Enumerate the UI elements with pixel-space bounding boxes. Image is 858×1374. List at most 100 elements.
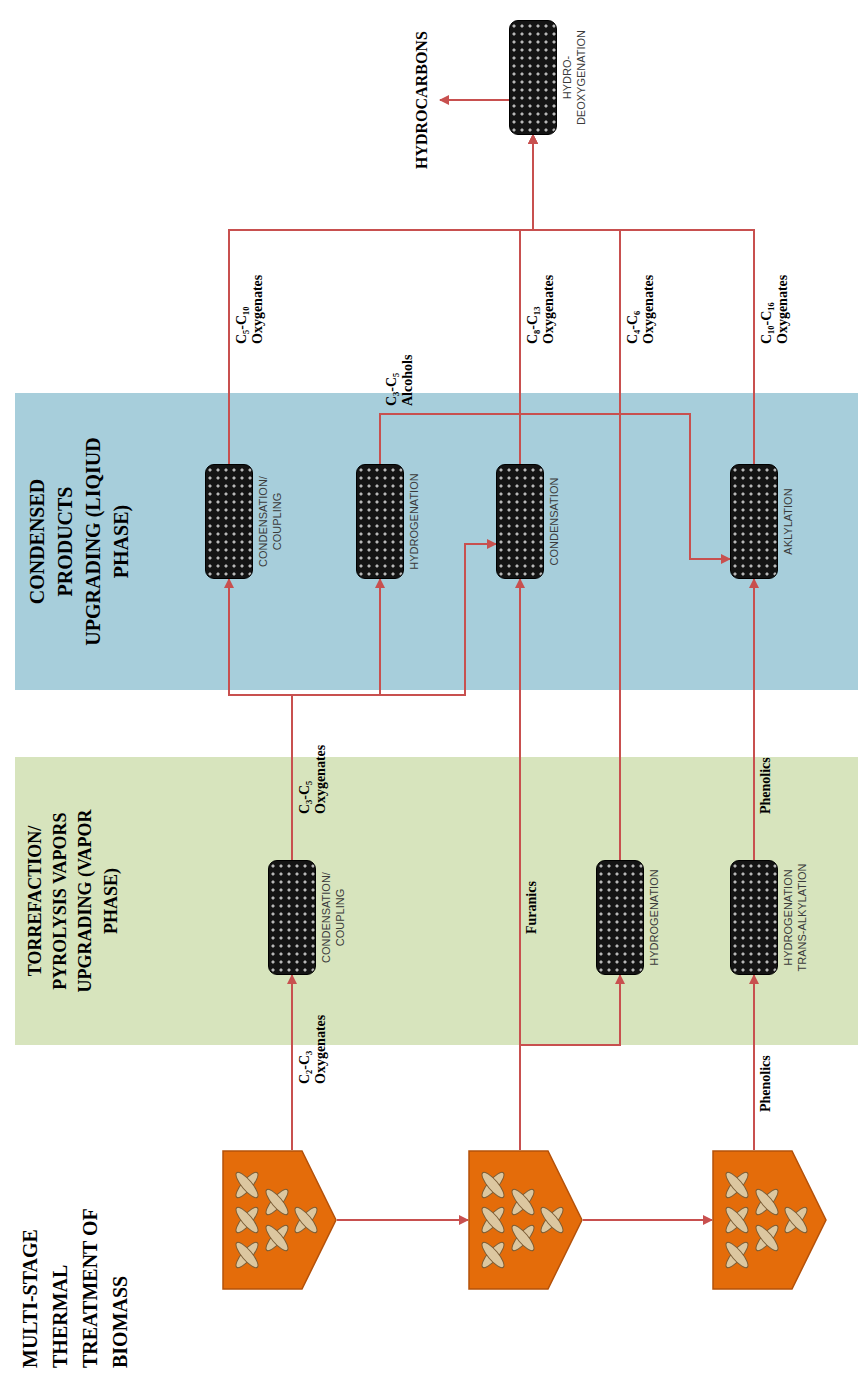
cellulose-fiber bbox=[723, 1205, 751, 1236]
stream-label-holder: C₃-C₅ Alcohols bbox=[384, 326, 416, 406]
box-label-holder: CONDENSATION/ COUPLING bbox=[257, 452, 285, 592]
cellulose-fiber bbox=[723, 1240, 751, 1271]
biomass-reactor bbox=[468, 1150, 583, 1290]
box-label: CONDENSATION bbox=[548, 452, 562, 592]
stream-label: C₃-C₅ Alcohols bbox=[384, 326, 416, 406]
cellulose-fiber bbox=[479, 1205, 507, 1236]
process-box: CONDENSATION/ COUPLING bbox=[268, 860, 316, 975]
cellulose-fiber bbox=[292, 1205, 320, 1236]
process-box: CONDENSATION bbox=[496, 464, 544, 579]
cellulose-fiber bbox=[233, 1170, 261, 1201]
product-arrow bbox=[440, 99, 509, 101]
product-label-holder: HYDROCARBONS bbox=[412, 31, 431, 169]
cellulose-fiber bbox=[753, 1187, 781, 1218]
flow-arrow bbox=[337, 1219, 468, 1221]
flow-arrow bbox=[229, 135, 533, 464]
product-label: HYDROCARBONS bbox=[412, 31, 431, 169]
biomass-reactor bbox=[712, 1150, 827, 1290]
process-band: TORREFACTION/ PYROLYSIS VAPORS UPGRADING… bbox=[15, 757, 858, 1045]
biomass-shape bbox=[712, 1150, 827, 1290]
stream-label: C₂-C₃ Oxygenates bbox=[297, 1004, 329, 1084]
cellulose-fiber bbox=[233, 1170, 261, 1201]
stream-label: C₅-C₁₀ Oxygenates bbox=[234, 264, 266, 344]
process-box: HYDROGENATION TRANS-ALKYLATION bbox=[730, 860, 778, 975]
flow-arrow bbox=[583, 1219, 712, 1221]
cellulose-fiber bbox=[723, 1205, 751, 1236]
cellulose-fiber bbox=[292, 1205, 320, 1236]
cellulose-fiber bbox=[479, 1170, 507, 1201]
flow-arrow bbox=[753, 579, 755, 860]
process-box: HYDROGENATION bbox=[356, 464, 404, 579]
flow-arrow bbox=[292, 544, 496, 860]
cellulose-fiber bbox=[753, 1187, 781, 1218]
box-label: HYDRO- DEOXYGENATION bbox=[561, 8, 589, 148]
cellulose-fiber bbox=[509, 1223, 537, 1254]
biomass-shape bbox=[468, 1150, 583, 1290]
box-label-holder: HYDRO- DEOXYGENATION bbox=[561, 8, 589, 148]
box-label-holder: HYDROGENATION bbox=[648, 848, 662, 988]
box-label: CONDENSATION/ COUPLING bbox=[320, 848, 348, 988]
cellulose-fiber bbox=[233, 1205, 261, 1236]
flow-arrow bbox=[533, 135, 754, 464]
flow-arrow bbox=[520, 975, 620, 1150]
stream-label-holder: C₅-C₁₀ Oxygenates bbox=[234, 264, 266, 344]
box-label-holder: CONDENSATION/ COUPLING bbox=[320, 848, 348, 988]
cellulose-fiber bbox=[263, 1223, 291, 1254]
biomass-shape bbox=[222, 1150, 337, 1290]
cellulose-fiber bbox=[753, 1223, 781, 1254]
box-label-holder: CONDENSATION bbox=[548, 452, 562, 592]
box-label-holder: HYDROGENATION TRANS-ALKYLATION bbox=[782, 848, 810, 988]
stream-label-holder: C₈-C₁₃ Oxygenates bbox=[525, 264, 557, 344]
cellulose-fiber bbox=[233, 1240, 261, 1271]
cellulose-fiber bbox=[263, 1223, 291, 1254]
flow-arrow bbox=[380, 414, 730, 559]
flow-arrow bbox=[229, 579, 292, 860]
cellulose-fiber bbox=[753, 1223, 781, 1254]
cellulose-fiber bbox=[509, 1187, 537, 1218]
stream-label: C₈-C₁₃ Oxygenates bbox=[525, 264, 557, 344]
cellulose-fiber bbox=[479, 1170, 507, 1201]
cellulose-fiber bbox=[538, 1205, 566, 1236]
box-label: HYDROGENATION TRANS-ALKYLATION bbox=[782, 848, 810, 988]
biomass-reactor bbox=[222, 1150, 337, 1290]
cellulose-fiber bbox=[723, 1170, 751, 1201]
cellulose-fiber bbox=[509, 1187, 537, 1218]
box-label: HYDROGENATION bbox=[648, 848, 662, 988]
stream-label-holder: C₄-C₆ Oxygenates bbox=[625, 264, 657, 344]
cellulose-fiber bbox=[479, 1240, 507, 1271]
stream-label: C₃-C₅ Oxygenates bbox=[297, 734, 329, 814]
band-title: CONDENSED PRODUCTS UPGRADING (LIQIUD PHA… bbox=[23, 427, 135, 657]
process-box: HYDROGENATION bbox=[596, 860, 644, 975]
box-label-holder: HYDROGENATION bbox=[408, 452, 422, 592]
stream-label: C₁₀-C₁₆ Oxygenates bbox=[759, 264, 791, 344]
box-label: HYDROGENATION bbox=[408, 452, 422, 592]
cellulose-fiber bbox=[723, 1170, 751, 1201]
cellulose-fiber bbox=[509, 1223, 537, 1254]
stream-label-holder: Furanics bbox=[524, 854, 540, 934]
biomass-outline bbox=[469, 1151, 582, 1289]
stream-label-holder: C₁₀-C₁₆ Oxygenates bbox=[759, 264, 791, 344]
cellulose-fiber bbox=[782, 1205, 810, 1236]
process-box: CONDENSATION/ COUPLING bbox=[205, 464, 253, 579]
band-title: TORREFACTION/ PYROLYSIS VAPORS UPGRADING… bbox=[23, 776, 124, 1026]
cellulose-fiber bbox=[479, 1205, 507, 1236]
cellulose-fiber bbox=[538, 1205, 566, 1236]
cellulose-fiber bbox=[263, 1187, 291, 1218]
stream-label-holder: C₃-C₅ Oxygenates bbox=[297, 734, 329, 814]
process-box: HYDRO- DEOXYGENATION bbox=[509, 20, 557, 135]
flow-arrow bbox=[292, 579, 380, 860]
stream-label: Furanics bbox=[524, 854, 540, 934]
flow-arrow bbox=[520, 135, 533, 464]
cellulose-fiber bbox=[233, 1205, 261, 1236]
box-label: AKLYLATION bbox=[782, 452, 796, 592]
process-band: CONDENSED PRODUCTS UPGRADING (LIQIUD PHA… bbox=[15, 393, 858, 690]
stream-label-holder: Phenolics bbox=[758, 1032, 774, 1112]
flow-arrow bbox=[291, 975, 293, 1150]
stream-label: Phenolics bbox=[758, 1032, 774, 1112]
cellulose-fiber bbox=[479, 1240, 507, 1271]
flow-arrow bbox=[533, 135, 620, 860]
biomass-outline bbox=[713, 1151, 826, 1289]
box-label-holder: AKLYLATION bbox=[782, 452, 796, 592]
